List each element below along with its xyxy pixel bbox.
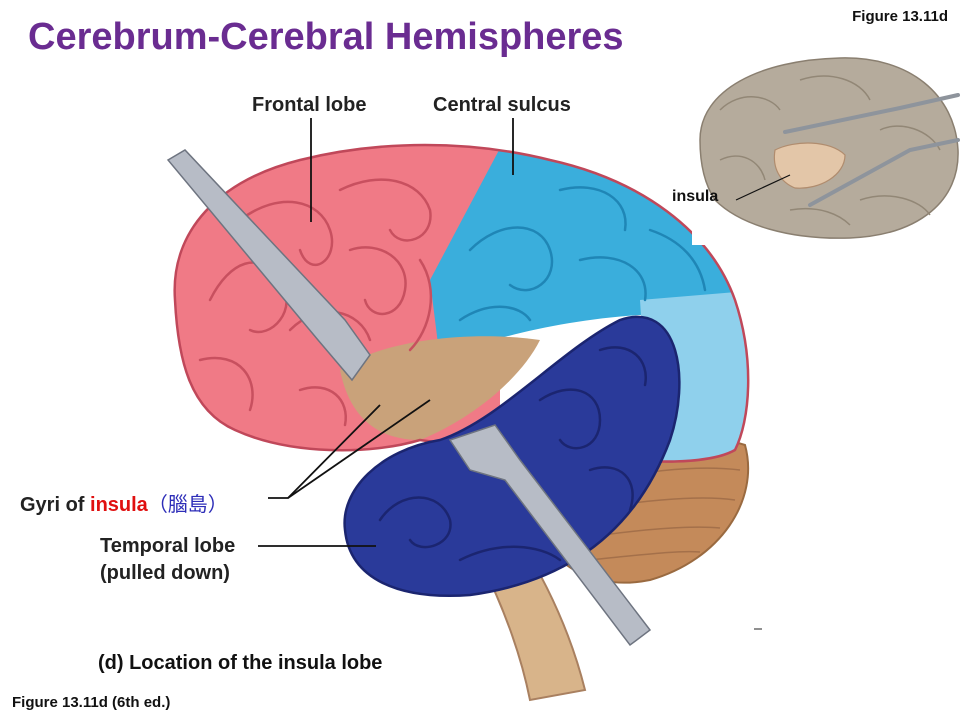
inset-photo xyxy=(692,55,960,245)
insula-highlight: insula xyxy=(90,494,148,516)
temporal-lobe-label: Temporal lobe xyxy=(100,535,236,557)
figure-reference: Figure 13.11d xyxy=(852,8,948,25)
retractor-upper xyxy=(166,149,371,382)
photo-insula-label: insula xyxy=(672,188,719,205)
retractor-lower xyxy=(448,424,652,647)
figure-caption: (d) Location of the insula lobe xyxy=(98,652,383,674)
temporal-lobe-sublabel: (pulled down) xyxy=(100,562,230,584)
frontal-lobe-label: Frontal lobe xyxy=(252,94,367,116)
footer-reference: Figure 13.11d (6th ed.) xyxy=(12,694,171,711)
gyri-of-insula-label: Gyri of insula（腦島） xyxy=(20,488,228,517)
insula-region xyxy=(340,336,540,440)
gyri-prefix: Gyri of xyxy=(20,494,91,516)
insula-chinese: （腦島） xyxy=(147,492,228,516)
central-sulcus-label: Central sulcus xyxy=(433,94,571,116)
page-title: Cerebrum-Cerebral Hemispheres xyxy=(28,16,624,58)
